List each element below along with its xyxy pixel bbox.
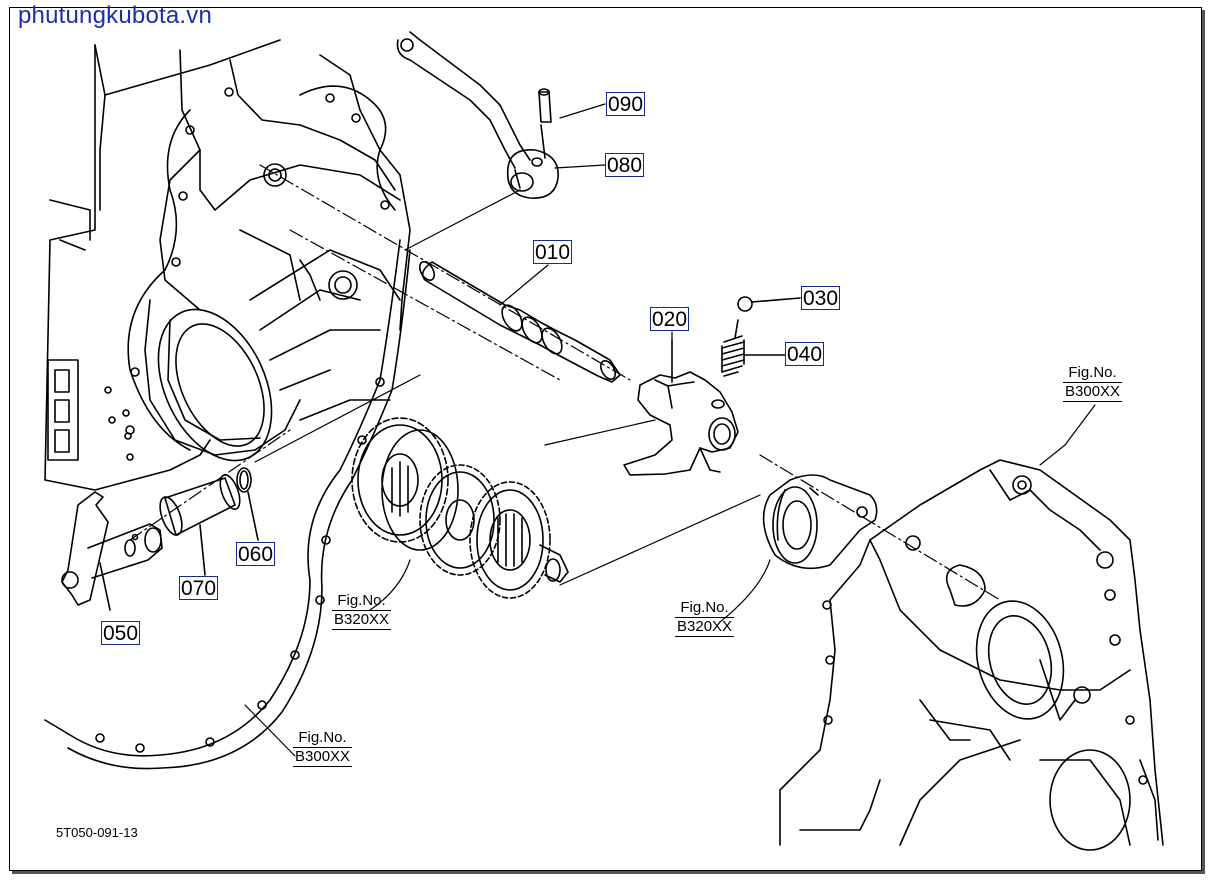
assembly-center-lines: [129, 164, 1001, 601]
frame-shadow-right: [1202, 10, 1205, 874]
fig-ref-label: Fig.No.: [680, 599, 729, 616]
fig-ref-number: B300XX: [293, 747, 353, 767]
part-label-040[interactable]: 040: [785, 342, 825, 366]
part-label-090[interactable]: 090: [606, 92, 646, 116]
shift-arm-080: [396, 31, 559, 199]
fig-ref-right-housing[interactable]: Fig.No. B300XX: [1063, 364, 1123, 402]
spring-pin-090: [538, 88, 552, 159]
watermark-text: phutungkubota.vn: [18, 2, 213, 29]
fig-ref-label: Fig.No.: [337, 592, 386, 609]
leader-lines: [254, 189, 761, 586]
label-leader-lines: [244, 103, 1096, 757]
bushing-070: [159, 474, 241, 576]
part-label-060[interactable]: 060: [236, 542, 276, 566]
fig-ref-number: B300XX: [1063, 382, 1123, 402]
left-housing-casting: [44, 39, 411, 491]
part-label-030[interactable]: 030: [801, 286, 841, 310]
fig-ref-left-housing[interactable]: Fig.No. B300XX: [293, 729, 353, 767]
fig-ref-thrust-plate[interactable]: Fig.No. B320XX: [675, 599, 735, 637]
drawing-code: 5T050-091-13: [56, 825, 138, 840]
ball-030: [737, 296, 801, 312]
fig-ref-number: B320XX: [332, 610, 392, 630]
part-label-010[interactable]: 010: [533, 240, 573, 264]
part-label-020[interactable]: 020: [650, 307, 690, 331]
shift-rod-010: [418, 261, 621, 383]
part-label-080[interactable]: 080: [605, 153, 645, 177]
gear-cluster: [351, 417, 569, 599]
right-housing-casting: [779, 459, 1164, 851]
shift-fork-020: [623, 339, 739, 476]
fig-ref-label: Fig.No.: [1068, 364, 1117, 381]
spring-040: [721, 319, 786, 377]
o-ring-060: [236, 467, 259, 541]
drawing-frame: [9, 7, 1202, 871]
part-label-050[interactable]: 050: [101, 621, 141, 645]
fig-ref-gear-cluster[interactable]: Fig.No. B320XX: [332, 592, 392, 630]
fig-ref-label: Fig.No.: [298, 729, 347, 746]
part-label-070[interactable]: 070: [179, 576, 219, 600]
frame-shadow-bottom: [12, 871, 1205, 874]
lever-050: [61, 491, 163, 611]
fig-ref-number: B320XX: [675, 617, 735, 637]
thrust-plate: [762, 474, 878, 570]
